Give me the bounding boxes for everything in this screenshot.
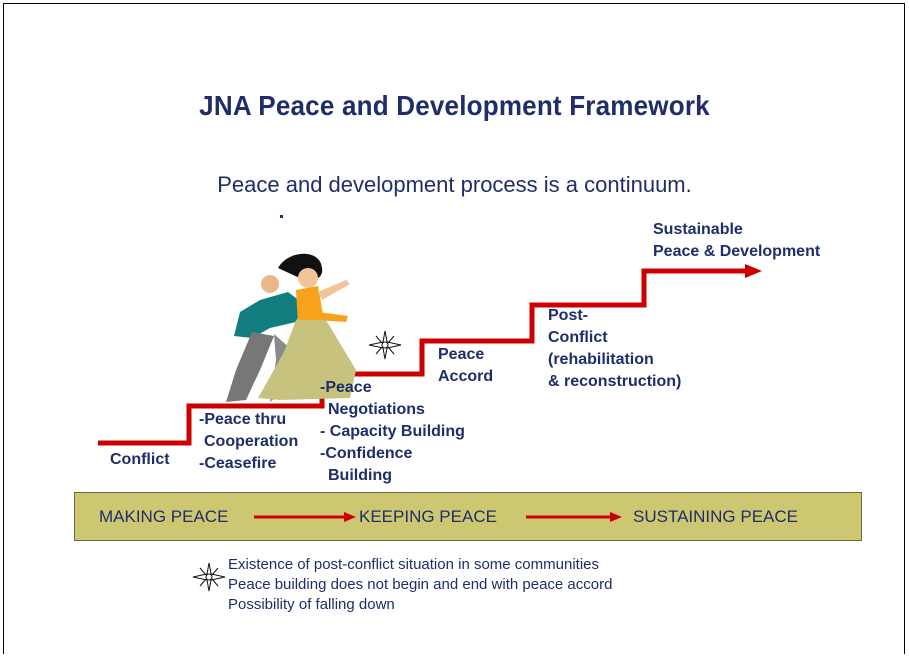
slide-frame [3, 3, 905, 654]
note-item: Possibility of falling down [228, 596, 395, 613]
compass-star-icon [368, 330, 402, 360]
step-accord: Peace Accord [438, 346, 494, 385]
arrow-right-icon [610, 512, 622, 522]
band-keeping-peace: KEEPING PEACE [359, 507, 497, 526]
page-title: JNA Peace and Development Framework [199, 90, 710, 121]
note-item: Peace building does not begin and end wi… [228, 576, 613, 593]
notes-list: Existence of post-conflict situation in … [228, 555, 612, 615]
subtitle: Peace and development process is a conti… [217, 172, 692, 197]
step-sustainable: Sustainable Peace & Development [653, 221, 821, 260]
runners-illustration [226, 253, 356, 402]
compass-star-icon [192, 562, 226, 592]
arrow-head-icon [745, 264, 762, 278]
step-cooperation: -Peace thru Cooperation -Ceasefire [199, 411, 299, 472]
band-making-peace: MAKING PEACE [99, 507, 229, 526]
stray-dot [280, 215, 283, 218]
phase-band: MAKING PEACE KEEPING PEACE SUSTAINING PE… [74, 492, 862, 541]
step-conflict: Conflict [110, 451, 170, 468]
arrow-right-icon [344, 512, 356, 522]
step-post-conflict: Post- Conflict (rehabilitation & reconst… [548, 307, 682, 390]
band-sustaining-peace: SUSTAINING PEACE [633, 507, 798, 526]
step-negotiations: -Peace Negotiations - Capacity Building … [320, 379, 465, 484]
note-item: Existence of post-conflict situation in … [228, 556, 599, 573]
